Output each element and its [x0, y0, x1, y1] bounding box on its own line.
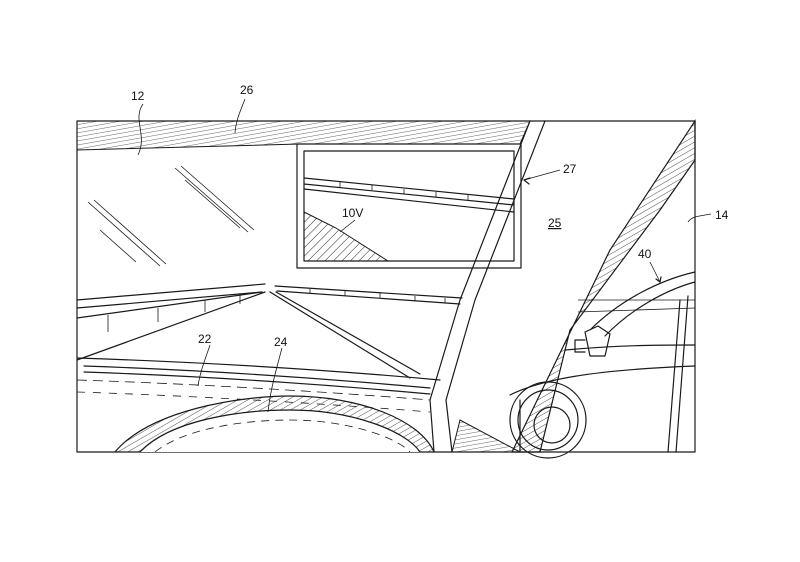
label-windshield: 12 [131, 89, 145, 103]
label-vehicle-image: 10V [342, 206, 363, 220]
hood-ridge [114, 395, 435, 453]
roof-edge-band [76, 120, 531, 151]
leader-lines [137, 98, 712, 413]
label-pillar: 14 [715, 208, 729, 222]
dash-side [451, 419, 521, 453]
road [76, 291, 421, 379]
label-hood-ridge: 24 [274, 335, 288, 349]
right-guardrail [274, 285, 463, 305]
label-monitor: 27 [563, 162, 577, 176]
windshield-reflections [87, 165, 255, 267]
label-display-area: 25 [548, 216, 562, 230]
monitor [296, 143, 522, 269]
label-other-vehicle: 40 [638, 247, 652, 261]
other-vehicle [509, 271, 696, 459]
hood [76, 357, 441, 413]
a-pillar [429, 118, 696, 453]
label-roof-edge: 26 [240, 83, 254, 97]
left-guardrail [76, 283, 266, 332]
vehicle-image-hatch [303, 211, 390, 262]
label-hood: 22 [198, 332, 212, 346]
